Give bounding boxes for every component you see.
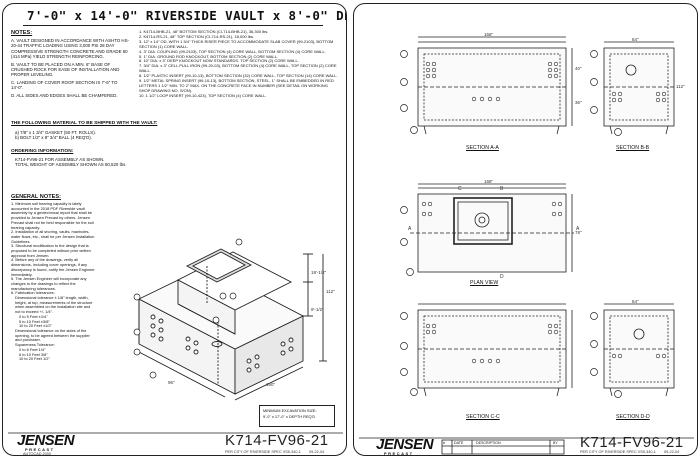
dim-112: 112" <box>326 289 335 294</box>
title-underline <box>23 25 323 26</box>
dim-40: 40" <box>575 66 582 71</box>
drawing-title: 7'-0" x 14'-0" RIVERSIDE VAULT x 8'-0" D… <box>27 8 347 23</box>
shipped-list: a) 7/8" x 1 3/4" GASKET (50 FT. ROLLS). … <box>15 130 135 141</box>
dim-96: 96" <box>168 380 175 385</box>
dim-36: 36" <box>575 100 582 105</box>
isometric-vault-drawing <box>133 238 327 401</box>
part-item: 7. 3/4" DIA. x 3" CELL PULL IRON (99-20-… <box>139 63 337 74</box>
general-note: 10 to 20 Feet 1/2" <box>19 356 50 362</box>
part-item: 8. 1/2" PLASTIC INSERT (99-10-13), BOTTO… <box>139 73 338 79</box>
dim-160: 160" <box>266 382 276 387</box>
revision-header-by: BY <box>553 441 558 445</box>
dim-19-1-2: 19'-1/2" <box>311 270 327 275</box>
general-note: Dimensional tolerance ± 1/8" length, wid… <box>15 295 93 315</box>
ordering-item: K714-FV96-21 FOR ASSEMBLY AS SHOWN. <box>15 157 105 162</box>
excavation-size: 9'-0" x 17'-0" x DEPTH REQ'D <box>263 414 316 419</box>
note-d: D. ALL SIDES AND EDGES SHALL BE CHAMFERE… <box>11 92 118 98</box>
label-plan-view: PLAN VIEW <box>470 280 499 286</box>
general-note: 2. Installation of all shoring, vaults, … <box>11 229 95 244</box>
part-item: 2. K4714-RS-21, 48" TOP SECTION (CI-714-… <box>139 33 255 39</box>
footer-caption: PER CITY OF RIVERSIDE SPEC VS5-340-1 <box>225 450 301 454</box>
drawing-number: K714-FV96-21 <box>580 434 684 451</box>
shipped-item: b) BOLT 1/2" x 8" 3/4" BALL (4 REQ'D). <box>15 135 92 141</box>
part-item: 3. 12" x 14" OD, WITH 1 3/4" THICK RISER… <box>139 38 334 49</box>
general-note: 3. Structural modification to the design… <box>11 243 91 258</box>
part-item: 5. 1" DIA. GROUND ROD KNOCKOUT, BOTTOM S… <box>139 53 278 59</box>
dim-84-d: 84" <box>632 299 639 304</box>
callout-bubbles <box>400 50 622 398</box>
dim-84-b: 84" <box>632 37 639 42</box>
dim-168-a: 168" <box>484 32 494 37</box>
dim-168-plan: 168" <box>484 179 494 184</box>
cut-letter-d: D <box>500 274 504 280</box>
cut-letter-a2: A <box>576 226 580 232</box>
general-note: 6. Fabrication tolerances: <box>11 290 55 296</box>
parts-list: 1. K4714-BHB-21, 48" BOTTOM SECTION (CI-… <box>139 29 339 99</box>
ordering-heading: ORDERING INFORMATION: <box>11 149 74 154</box>
notes-list: A. VAULT DESIGNED IN ACCORDANCE WITH ASH… <box>11 38 131 98</box>
drawing-number: K714-FV96-21 <box>225 432 329 449</box>
general-notes-list: 1. Minimum soil bearing capacity is late… <box>11 201 95 362</box>
part-item: 1. K4714-BHB-21, 48" BOTTOM SECTION (CI-… <box>139 29 269 34</box>
shipped-item: a) 7/8" x 1 3/4" GASKET (50 FT. ROLLS). <box>15 130 96 135</box>
general-notes-heading: GENERAL NOTES: <box>11 194 61 200</box>
general-note: Squareness Tolerance: <box>15 342 55 348</box>
sheet-left: 7'-0" x 14'-0" RIVERSIDE VAULT x 8'-0" D… <box>2 3 347 456</box>
note-a: A. VAULT DESIGNED IN ACCORDANCE WITH ASH… <box>11 38 129 60</box>
cut-letter-a: A <box>408 226 412 232</box>
part-item: 6. 10" DIA. x 3" DEEP KNOCKOUT NOW STAND… <box>139 58 299 64</box>
cut-letter-b: B <box>500 186 504 192</box>
footer-date: 09-22-04 <box>664 450 680 454</box>
label-section-a: SECTION A-A <box>466 145 499 151</box>
dim-9-1-2: 9'-1/2" <box>311 307 324 312</box>
footer-caption: PER CITY OF RIVERSIDE SPEC VS5-340-1 <box>580 450 656 454</box>
revision-header-description: DESCRIPTION <box>476 441 501 445</box>
shipped-heading: THE FOLLOWING MATERIAL TO BE SHIPPED WIT… <box>11 121 158 126</box>
general-note: Dimensional tolerance on the sides of th… <box>15 327 90 343</box>
label-section-b: SECTION B-B <box>616 145 650 151</box>
general-note: 1. Minimum soil bearing capacity is late… <box>11 201 94 230</box>
footer-rule <box>359 437 694 439</box>
approval-note: AUTOCAD 2000 <box>23 452 51 456</box>
note-b: B. VAULT TO BE PLACED ON A MIN. 6" BASE … <box>11 61 120 78</box>
general-note: 10 to 20 Feet ±1/2" <box>19 323 52 329</box>
general-note: 5 to 10 Feet ±3/8" <box>19 318 50 324</box>
cut-letter-c: C <box>458 186 462 192</box>
revision-header-date: DATE <box>454 441 464 445</box>
general-note: 0 to 6 Feet 1/4" <box>19 346 46 352</box>
part-item: 9. 1/2" METAL SPRING INSERT (99-10-13), … <box>139 78 334 93</box>
general-note: 5. The Jensen Engineer will incorporate … <box>11 276 87 291</box>
note-c: C. LANDING OF COVER ROOF SECTION IS 7'-6… <box>11 79 118 91</box>
dim-112: 112" <box>676 84 685 89</box>
part-item: 10. 1 1/2" LOOP INSERT (99-10-423), TOP … <box>139 92 267 98</box>
jensen-logo: JENSEN <box>376 436 434 453</box>
jensen-logo: JENSEN <box>17 432 75 449</box>
excavation-title: MINIMUM EXCAVATION SIZE: <box>263 408 317 413</box>
jensen-logo-sub: PRECAST <box>25 447 55 452</box>
revision-header-num: # <box>443 441 445 445</box>
general-note: 0 to 5 Feet ±1/4" <box>19 313 48 319</box>
general-note: 4. Before any of the drawings, verify al… <box>11 257 95 277</box>
sections-drawing <box>400 36 675 455</box>
excavation-box: MINIMUM EXCAVATION SIZE: 9'-0" x 17'-0" … <box>259 405 335 427</box>
footer-date: 09-22-04 <box>309 450 325 454</box>
ordering-item: TOTAL WEIGHT OF ASSEMBLY SHOWN AS 50,520… <box>15 162 127 168</box>
jensen-logo-sub: PRECAST <box>384 451 414 456</box>
callout-bubbles <box>133 238 243 379</box>
notes-heading: NOTES: <box>11 30 33 36</box>
sheet-right: 168" 84" 40" 36" 112" 168" 78" 84" A A B… <box>353 3 698 456</box>
label-section-c: SECTION C-C <box>466 414 500 420</box>
label-section-d: SECTION D-D <box>616 414 650 420</box>
general-note: 6 to 10 Feet 3/8" <box>19 351 48 357</box>
dim-78: 78" <box>575 230 582 235</box>
ordering-list: K714-FV96-21 FOR ASSEMBLY AS SHOWN. TOTA… <box>15 157 135 168</box>
footer-rule <box>8 432 343 434</box>
part-item: 4. 3" DIA. COUPLING (99-2103), TOP SECTI… <box>139 48 326 54</box>
knockout-holes <box>421 61 667 364</box>
